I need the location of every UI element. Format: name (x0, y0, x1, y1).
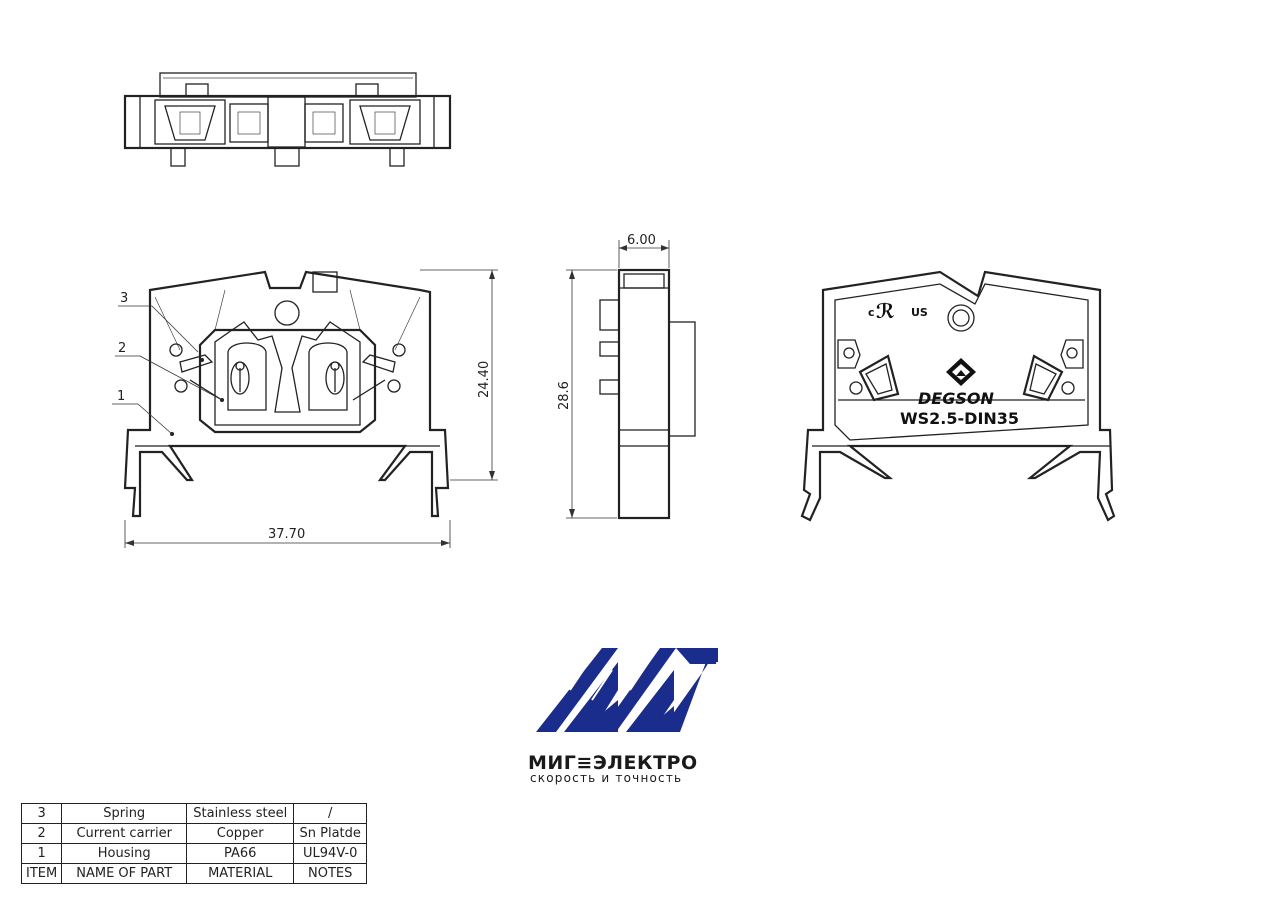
cell-material: Stainless steel (186, 803, 295, 824)
logo-tagline: скорость и точность (530, 771, 683, 785)
table-row: 3 Spring Stainless steel / (20, 803, 368, 824)
header-item: ITEM (20, 863, 63, 884)
header-material: MATERIAL (186, 863, 295, 884)
header-notes: NOTES (293, 863, 368, 884)
cell-item: 3 (20, 803, 63, 824)
header-name: NAME OF PART (61, 863, 188, 884)
dim-height-side: 28.6 (557, 381, 572, 410)
dim-width-side: 6.00 (627, 233, 656, 248)
dim-height-front: 24.40 (477, 361, 492, 398)
callout-housing: 1 (117, 389, 125, 404)
model-marking: WS2.5-DIN35 (900, 409, 1019, 428)
callout-spring: 3 (120, 291, 128, 306)
cell-notes: Sn Platde (293, 823, 368, 844)
cell-material: Copper (186, 823, 295, 844)
ul-logo-icon: ℛ (876, 299, 895, 323)
ul-us-mark: US (911, 306, 928, 319)
cell-name: Housing (61, 843, 188, 864)
cell-notes: / (293, 803, 368, 824)
table-row: 1 Housing PA66 UL94V-0 (20, 843, 368, 864)
ul-c-mark: c (868, 306, 875, 319)
logo-name: МИГ≡ЭЛЕКТРО (528, 752, 698, 774)
company-logo (536, 648, 718, 732)
table-row: 2 Current carrier Copper Sn Platde (20, 823, 368, 844)
cell-notes: UL94V-0 (293, 843, 368, 864)
rear-view: c ℛ US DEGSON WS2.5-DIN35 (800, 270, 1116, 522)
cell-name: Spring (61, 803, 188, 824)
front-view: 37.70 24.40 3 2 1 (112, 269, 498, 548)
side-view: 6.00 28.6 (557, 233, 696, 520)
table-header-row: ITEM NAME OF PART MATERIAL NOTES (20, 863, 368, 884)
top-view (123, 72, 452, 167)
dim-width-front: 37.70 (268, 527, 305, 542)
brand-marking: DEGSON (918, 389, 994, 408)
cell-name: Current carrier (61, 823, 188, 844)
cell-item: 1 (20, 843, 63, 864)
parts-table: 3 Spring Stainless steel / 2 Current car… (20, 803, 368, 884)
cell-item: 2 (20, 823, 63, 844)
cell-material: PA66 (186, 843, 295, 864)
callout-current-carrier: 2 (118, 341, 126, 356)
